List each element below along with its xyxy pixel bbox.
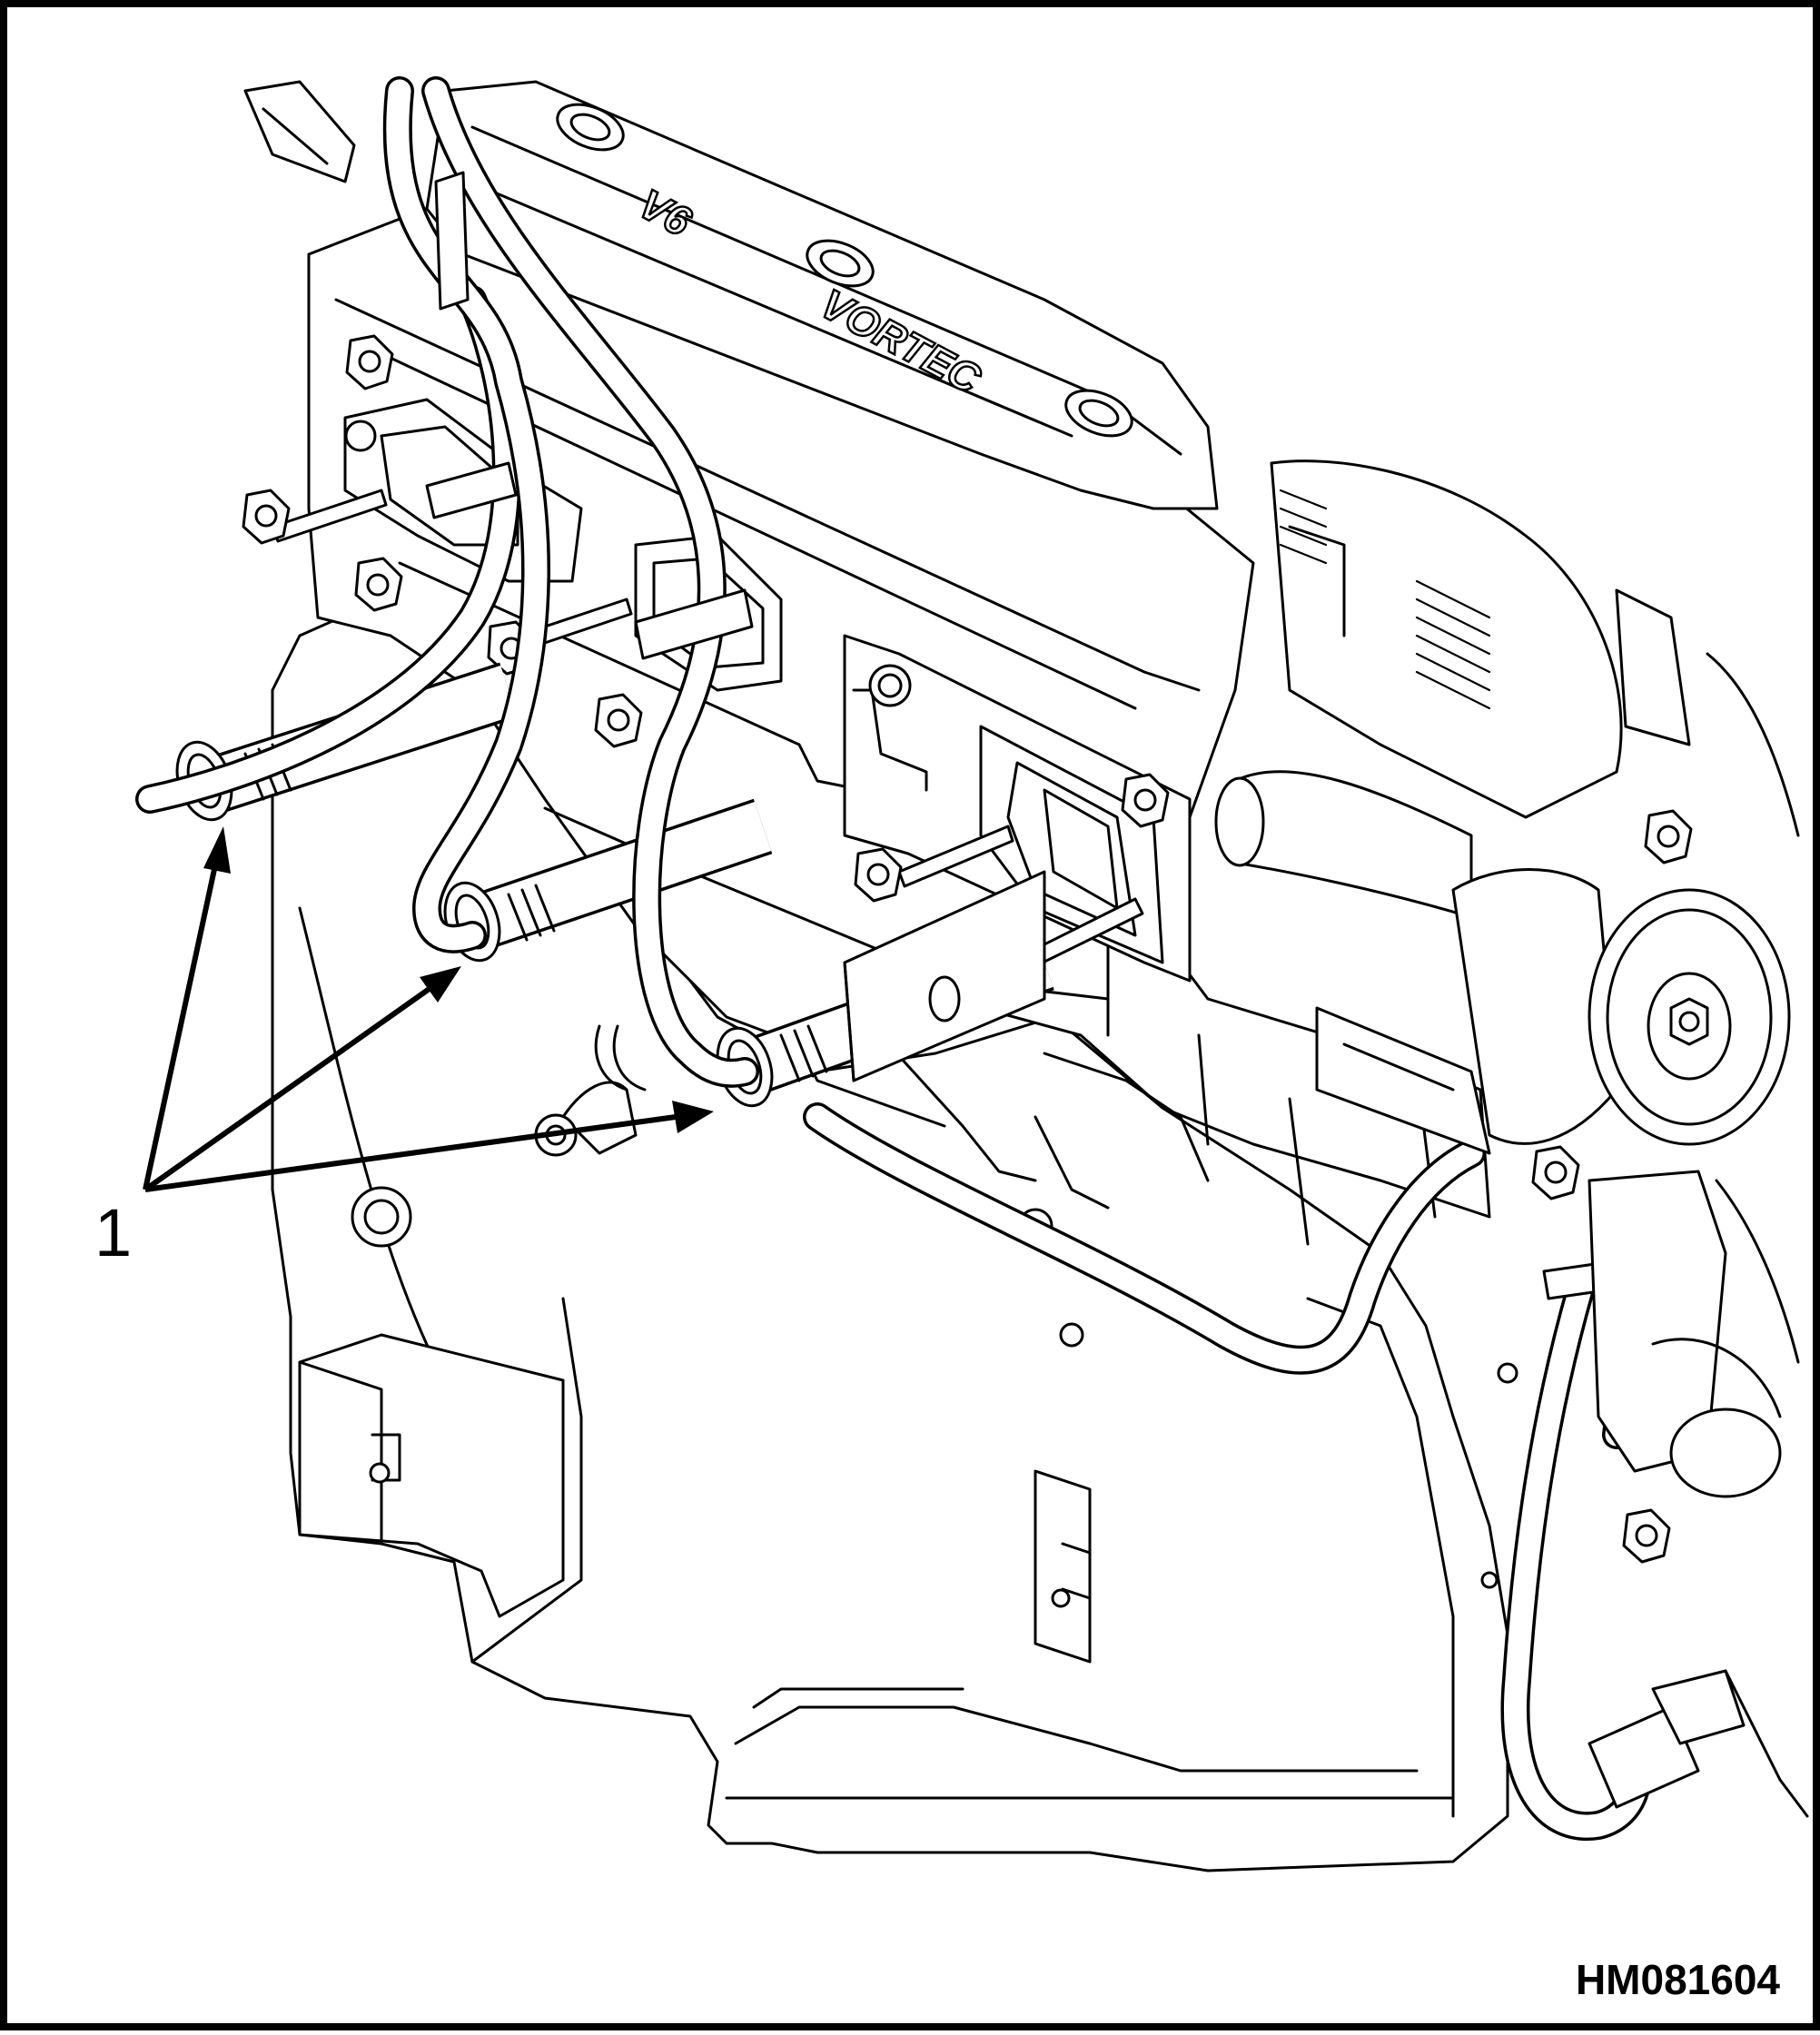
pipe-tubes <box>175 662 1054 1108</box>
callout-arrow-upper <box>143 860 219 1190</box>
callout-label: 1 <box>94 1195 132 1270</box>
callout-arrow-middle <box>143 985 432 1192</box>
arrowhead-upper <box>203 826 231 874</box>
accessory-drive <box>1214 459 1809 1818</box>
arrowhead-lower <box>672 1101 714 1133</box>
figure-id: HM081604 <box>1576 1956 1780 2003</box>
hoses <box>135 76 1653 1842</box>
valve-cover: V6 VORTEC <box>243 80 1219 510</box>
arrowhead-middle <box>420 966 461 1003</box>
callout-arrow-lower <box>144 1114 677 1192</box>
callout-arrows <box>143 826 714 1192</box>
